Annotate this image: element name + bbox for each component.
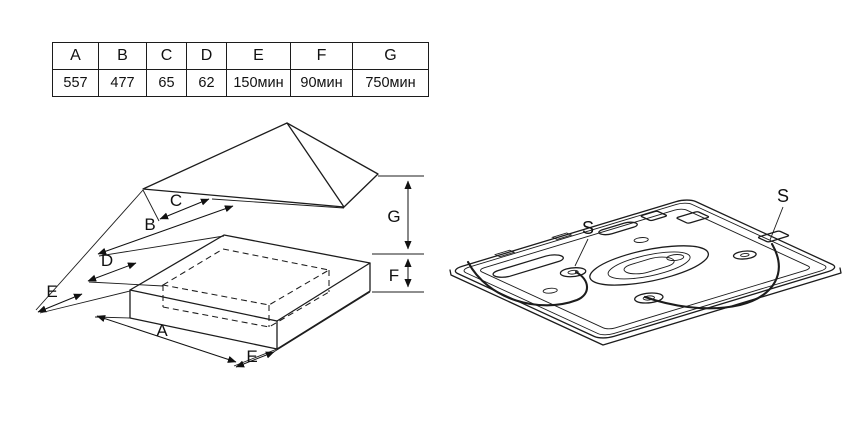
base-thickness-edge	[449, 267, 842, 346]
edge-tab	[495, 250, 514, 256]
hood-outline	[142, 122, 379, 208]
table-header-row: A B C D E F G	[52, 42, 429, 70]
dimension-table: A B C D E F G 557 477 65 62 150мин 90мин…	[52, 42, 429, 97]
cutout-isometric-view: C B D E A E G F	[35, 122, 424, 368]
table-value-row: 557 477 65 62 150мин 90мин 750мин	[52, 69, 429, 97]
dimension-arrow-d	[87, 262, 137, 282]
label-f: F	[389, 266, 399, 285]
table-header-e: E	[226, 42, 291, 70]
table-value-d: 62	[186, 69, 227, 97]
screw-boss-s1-hole	[566, 270, 580, 275]
screw-boss-s1	[556, 266, 591, 279]
extension-line	[211, 198, 345, 209]
cutout-hidden-depth	[162, 270, 330, 328]
gas-hose-right	[643, 242, 780, 310]
screw-boss-right	[729, 249, 760, 260]
label-s1: S	[582, 218, 594, 238]
table-header-b: B	[98, 42, 147, 70]
burner-slot	[618, 255, 680, 276]
label-b: B	[144, 215, 155, 234]
table-value-g: 750мин	[352, 69, 429, 97]
vent-slot-top	[596, 221, 641, 236]
extension-line	[271, 291, 371, 354]
table-header-f: F	[290, 42, 353, 70]
table-header-d: D	[186, 42, 227, 70]
dimension-arrow-b	[97, 205, 234, 255]
bracket-top-right	[676, 211, 710, 223]
label-e-bottom: E	[246, 347, 257, 366]
extension-line	[88, 281, 164, 287]
dimension-arrows	[37, 180, 412, 368]
screw-boss-right-hole	[739, 253, 751, 257]
table-value-a: 557	[52, 69, 99, 97]
dimension-arrow-e-left	[37, 293, 83, 313]
hood-ridge-line	[286, 122, 345, 208]
small-screw-top	[631, 236, 651, 243]
table-header-c: C	[146, 42, 187, 70]
burner-jet	[664, 253, 687, 262]
label-e-left: E	[46, 282, 57, 301]
cutout-hidden-edge	[161, 248, 331, 306]
burner-cup-outer	[572, 238, 727, 292]
underside-isometric-view: S S	[448, 186, 852, 346]
label-c: C	[170, 191, 182, 210]
label-d: D	[101, 251, 113, 270]
cable-left	[466, 260, 589, 307]
edge-tab	[552, 233, 571, 239]
extension-lines	[35, 175, 424, 367]
plate-inner-panel	[477, 208, 812, 330]
underside-plate	[448, 193, 852, 340]
small-screw-left	[540, 287, 560, 294]
s1-leader-line	[574, 238, 589, 267]
s-callouts: S S	[574, 186, 789, 267]
dimension-labels: C B D E A E G F	[46, 191, 400, 366]
s2-leader-line	[769, 206, 784, 241]
table-value-c: 65	[146, 69, 187, 97]
label-g: G	[387, 207, 400, 226]
burner-cup-inner	[596, 247, 703, 284]
table-header-g: G	[352, 42, 429, 70]
vent-slot-left	[489, 253, 568, 279]
label-a: A	[156, 321, 168, 340]
label-s2: S	[777, 186, 789, 206]
table-value-f: 90мин	[290, 69, 353, 97]
plate-rim	[460, 202, 831, 337]
dimension-arrow-a	[96, 315, 237, 363]
gas-inlet-connector	[758, 231, 790, 242]
table-value-e: 150мин	[226, 69, 291, 97]
dimension-arrow-c	[159, 198, 210, 220]
table-value-b: 477	[98, 69, 147, 97]
dimension-arrow-e-bottom	[235, 351, 275, 368]
hood-faces	[142, 122, 379, 208]
bracket-top	[640, 211, 667, 221]
table-header-a: A	[52, 42, 99, 70]
